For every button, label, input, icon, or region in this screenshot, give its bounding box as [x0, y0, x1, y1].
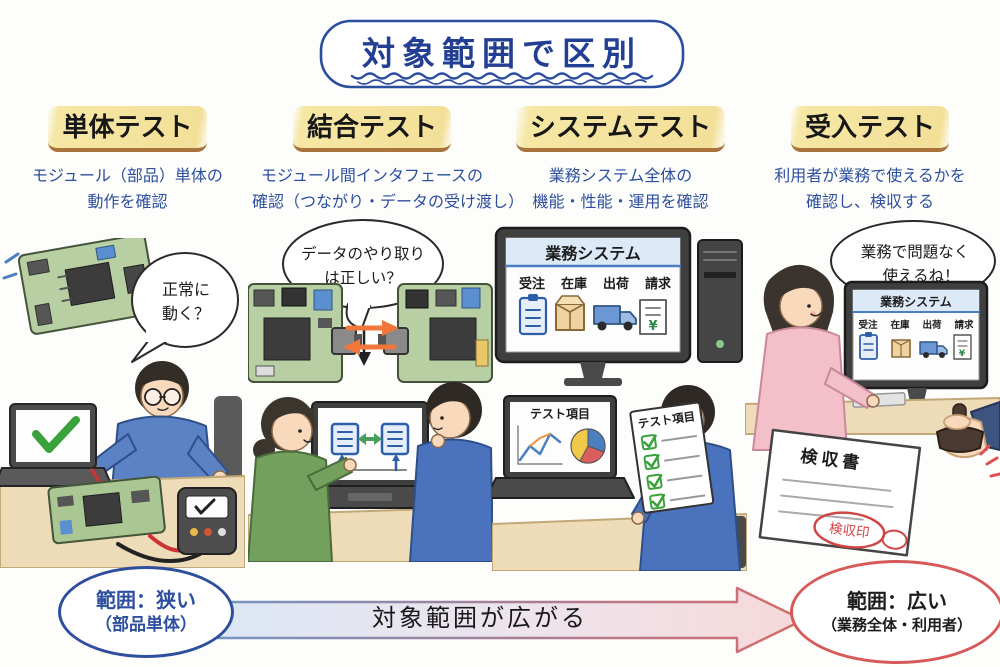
- menu-item: 請求: [954, 319, 974, 331]
- laptop-checkmark: [0, 403, 113, 487]
- person-user-woman: [752, 264, 880, 451]
- menu-item: 受注: [858, 319, 878, 331]
- speech-bubble-unit: 正常に 動く？: [131, 252, 239, 363]
- scope-wide-oval: 範囲：広い （業務全体・利用者）: [790, 560, 1000, 664]
- acceptance-test-desc: 利用者が業務で使えるかを 確認し、検収する: [774, 166, 966, 211]
- glasses-icon: [144, 388, 162, 406]
- bubble-text: 動く？: [162, 304, 210, 323]
- probe-wire-black: [116, 542, 202, 564]
- checklist: テスト項目: [629, 401, 715, 514]
- laptop-interface: [289, 401, 451, 509]
- bubble-text: データのやり取り: [301, 244, 425, 263]
- acceptance-document: 検収書 検収印: [758, 428, 922, 557]
- title-bubble-border: [319, 19, 685, 89]
- stock-box-icon: [891, 339, 911, 358]
- person-woman-green: [248, 397, 357, 562]
- svg-text:¥: ¥: [648, 319, 657, 334]
- menu-item: 出荷: [603, 276, 629, 292]
- unit-test-desc: モジュール（部品）単体の 動作を確認: [32, 166, 223, 211]
- page-title: 対象範囲で区別: [362, 34, 642, 73]
- menu-item: 在庫: [890, 319, 910, 331]
- system-test-title: システムテスト: [515, 106, 726, 152]
- pie-chart-icon: [570, 428, 606, 464]
- bubble-text: 正常に: [162, 280, 210, 299]
- laptop-test-results: テスト項目: [492, 395, 635, 499]
- menu-item: 在庫: [561, 276, 587, 292]
- scope-arrow: [195, 586, 805, 654]
- scope-narrow-oval: 範囲：狭い （部品単体）: [58, 566, 234, 658]
- business-system-monitor: 業務システム 受注 在庫 出荷 請求: [494, 226, 692, 386]
- order-clipboard-icon: [518, 294, 548, 336]
- sparkle-icon: [2, 252, 20, 280]
- title-underline-wave-2: [357, 79, 647, 85]
- shipping-truck-icon: [593, 305, 637, 331]
- order-clipboard-icon: [859, 332, 878, 360]
- column-acceptance-test-header: 受入テスト 利用者が業務で使えるかを 確認し、検収する: [745, 106, 995, 214]
- menu-item: 受注: [519, 276, 545, 292]
- acceptance-test-title: 受入テスト: [790, 106, 949, 152]
- circuit-board-right: [378, 283, 493, 383]
- laptop-screen-title: テスト項目: [530, 407, 590, 421]
- line-chart-icon: [518, 432, 562, 462]
- bubble-text: は正しい？: [324, 269, 402, 287]
- screen-title: 業務システム: [544, 244, 641, 263]
- integration-test-illustration: データのやり取り は正しい？: [248, 219, 493, 562]
- checkmark-icon: [32, 416, 80, 453]
- scope-narrow-line1: 範囲：狭い: [96, 588, 196, 613]
- bubble-text: 使えるね！: [882, 267, 959, 285]
- acceptance-monitor: 業務システム 受注 在庫 出荷 請求: [843, 280, 989, 409]
- multimeter-icon: [177, 487, 237, 555]
- acceptance-test-illustration: 業務で問題なく 使えるね！ 業務システム 受注 在庫 出荷 請求: [745, 220, 1000, 557]
- circuit-board-under-test: [47, 475, 166, 545]
- menu-item: 出荷: [922, 319, 942, 331]
- column-integration-test-header: 結合テスト モジュール間インタフェースの 確認（つながり・データの受け渡し）: [252, 106, 525, 214]
- stamp-hand: [936, 401, 1000, 478]
- shipping-truck-icon: [919, 341, 948, 358]
- scope-wide-line1: 範囲：広い: [847, 589, 947, 614]
- screen-title: 業務システム: [879, 294, 952, 309]
- title-bubble: 対象範囲で区別: [318, 18, 686, 96]
- integration-test-title: 結合テスト: [292, 106, 451, 152]
- system-test-desc: 業務システム全体の 機能・性能・運用を確認: [532, 166, 709, 211]
- title-underline-wave: [350, 72, 654, 80]
- stock-box-icon: [555, 295, 585, 331]
- unit-test-title: 単体テスト: [48, 106, 207, 152]
- column-unit-test-header: 単体テスト モジュール（部品）単体の 動作を確認: [15, 106, 240, 214]
- svg-text:¥: ¥: [959, 349, 966, 359]
- scope-arrow-label: 対象範囲が広がる: [372, 604, 588, 632]
- scope-arrow-band: [195, 586, 805, 654]
- person-man-blue: [409, 382, 493, 562]
- menu-item: 請求: [645, 276, 672, 292]
- person-engineer: [84, 361, 229, 489]
- invoice-icon: ¥: [639, 299, 667, 335]
- invoice-icon: ¥: [953, 334, 972, 360]
- system-test-illustration: 業務システム 受注 在庫 出荷 請求: [492, 226, 747, 571]
- glasses-icon: [163, 388, 181, 406]
- bubble-text: 業務で問題なく: [861, 243, 970, 261]
- integration-test-desc: モジュール間インタフェースの 確認（つながり・データの受け渡し）: [252, 166, 525, 211]
- emphasis-marks-icon: [979, 444, 1000, 478]
- desktop-tower-icon: [697, 239, 743, 363]
- column-system-test-header: システムテスト 業務システム全体の 機能・性能・運用を確認: [498, 106, 743, 214]
- scope-narrow-line2: （部品単体）: [95, 615, 197, 636]
- circuit-board-left: [248, 283, 362, 383]
- stamp-label: 検収印: [828, 521, 870, 542]
- data-exchange-arrows-icon: [343, 320, 399, 355]
- unit-test-illustration: 正常に 動く？: [0, 238, 245, 568]
- scope-wide-line2: （業務全体・利用者）: [821, 616, 972, 635]
